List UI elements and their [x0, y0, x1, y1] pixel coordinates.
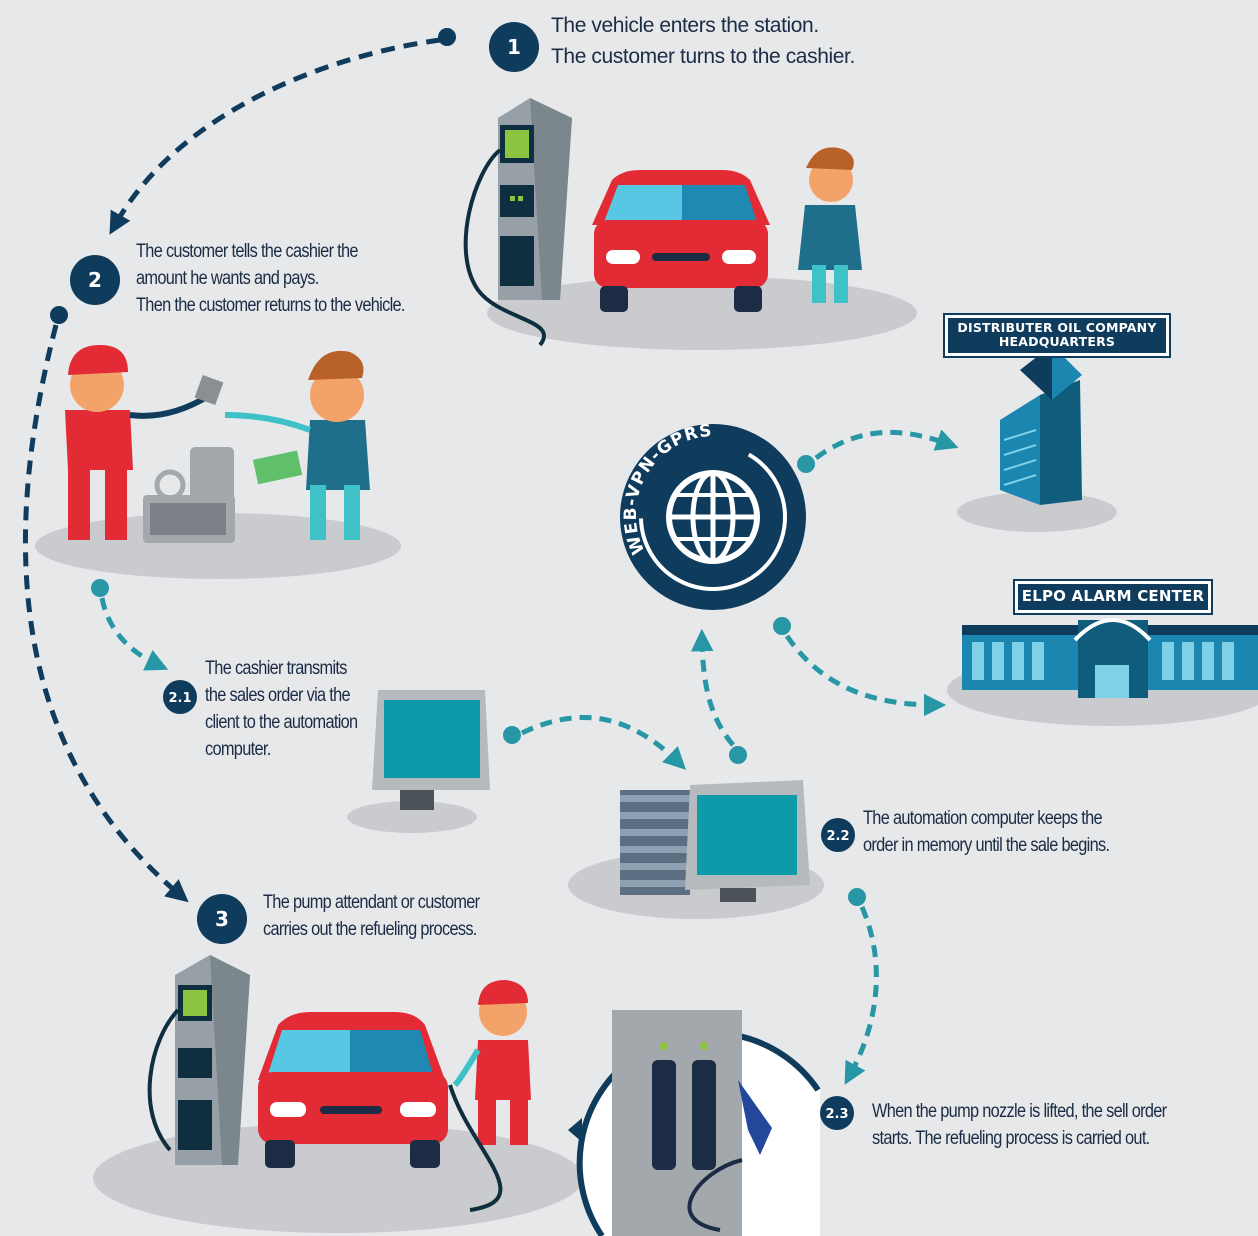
refuel-car-icon: [258, 1012, 448, 1168]
car-front-icon: [592, 170, 770, 312]
badge-label: 2: [88, 268, 102, 292]
badge-label: 2.3: [825, 1107, 848, 1122]
connector-network-to-hq: [797, 429, 959, 473]
badge-label: 2.2: [826, 829, 849, 844]
badge-step-2-2: 2.2: [821, 818, 855, 852]
nozzle-detail-icon: [568, 1010, 821, 1236]
cashier-icon: [65, 345, 224, 540]
connector-2-to-2-1: [91, 579, 169, 671]
step-1-text: The vehicle enters the station. The cust…: [551, 14, 855, 68]
alarm-center-sign: ELPO ALARM CENTER: [1013, 579, 1213, 615]
badge-step-2: 2: [70, 255, 120, 305]
alarm-center-building-icon: [962, 618, 1258, 698]
connector-server-to-network: [690, 628, 747, 764]
hq-building-icon: [1000, 345, 1082, 505]
cash-register-icon: [143, 447, 235, 543]
connector-network-to-alarm: [773, 617, 947, 717]
step-2-2-text: The automation computer keeps the order …: [863, 808, 1110, 856]
pump-attendant-icon: [448, 980, 531, 1212]
connector-client-to-server: [503, 714, 687, 770]
automation-computer-icon: [620, 780, 810, 902]
connector-1-to-2: [109, 28, 456, 235]
badge-step-3: 3: [197, 894, 247, 944]
badge-label: 1: [507, 35, 521, 59]
connector-server-to-nozzle: [844, 888, 879, 1085]
badge-label: 3: [215, 907, 229, 931]
customer-icon: [798, 147, 862, 303]
badge-step-2-3: 2.3: [820, 1096, 854, 1130]
badge-step-1: 1: [489, 22, 539, 72]
connector-2-to-3: [23, 306, 189, 903]
step-3-text: The pump attendant or customer carries o…: [263, 892, 480, 940]
hq-sign: DISTRIBUTER OIL COMPANY HEADQUARTERS: [943, 313, 1171, 358]
step-2-text: The customer tells the cashier the amoun…: [136, 241, 405, 316]
step-2-3-text: When the pump nozzle is lifted, the sell…: [872, 1101, 1167, 1149]
fuel-pump-icon: [463, 98, 572, 347]
refuel-pump-icon: [147, 955, 250, 1165]
paying-customer-icon: [224, 350, 370, 540]
step-2-1-text: The cashier transmits the sales order vi…: [205, 658, 358, 760]
client-computer-icon: [372, 690, 490, 810]
badge-step-2-1: 2.1: [163, 680, 197, 714]
network-globe-icon: [620, 424, 806, 610]
badge-label: 2.1: [168, 691, 191, 706]
